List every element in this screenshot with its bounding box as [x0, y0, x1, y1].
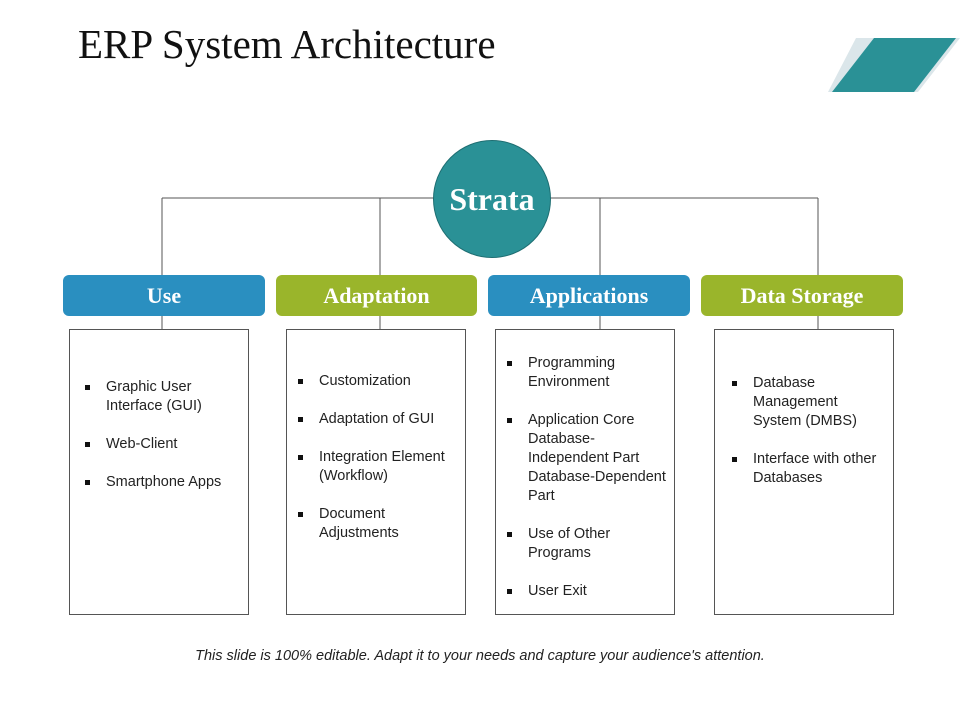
adaptation-list: Customization Adaptation of GUI Integrat… — [287, 330, 465, 543]
list-item: Integration Element (Workflow) — [295, 448, 457, 486]
list-item: Use of Other Programs — [504, 525, 666, 563]
list-item: Graphic User Interface (GUI) — [82, 378, 240, 416]
data-storage-list: Database Management System (DMBS) Interf… — [715, 330, 893, 488]
header-adaptation: Adaptation — [276, 275, 477, 316]
use-list: Graphic User Interface (GUI) Web-Client … — [70, 330, 248, 492]
header-data-storage: Data Storage — [701, 275, 903, 316]
list-item: Application Core Database-Independent Pa… — [504, 411, 666, 506]
footer-note: This slide is 100% editable. Adapt it to… — [195, 648, 765, 664]
adaptation-content-box: Customization Adaptation of GUI Integrat… — [286, 329, 466, 615]
list-item: Customization — [295, 372, 457, 391]
header-applications: Applications — [488, 275, 690, 316]
slide-title: ERP System Architecture — [78, 21, 496, 67]
applications-content-box: Programming Environment Application Core… — [495, 329, 675, 615]
list-item: Interface with other Databases — [729, 450, 885, 488]
list-item: Smartphone Apps — [82, 473, 240, 492]
list-item: User Exit — [504, 582, 666, 601]
data-storage-content-box: Database Management System (DMBS) Interf… — [714, 329, 894, 615]
header-adaptation-label: Adaptation — [323, 282, 430, 308]
applications-list: Programming Environment Application Core… — [496, 330, 674, 601]
list-item: Programming Environment — [504, 354, 666, 392]
use-content-box: Graphic User Interface (GUI) Web-Client … — [69, 329, 249, 615]
strata-label: Strata — [449, 180, 535, 217]
list-item: Adaptation of GUI — [295, 410, 457, 429]
header-data-storage-label: Data Storage — [740, 282, 864, 308]
list-item: Web-Client — [82, 435, 240, 454]
list-item: Database Management System (DMBS) — [729, 374, 885, 431]
decorative-parallelogram — [828, 38, 960, 92]
header-use-label: Use — [146, 282, 182, 308]
list-item: Document Adjustments — [295, 505, 457, 543]
strata-root-node: Strata — [433, 140, 551, 258]
header-use: Use — [63, 275, 265, 316]
header-applications-label: Applications — [529, 282, 649, 308]
